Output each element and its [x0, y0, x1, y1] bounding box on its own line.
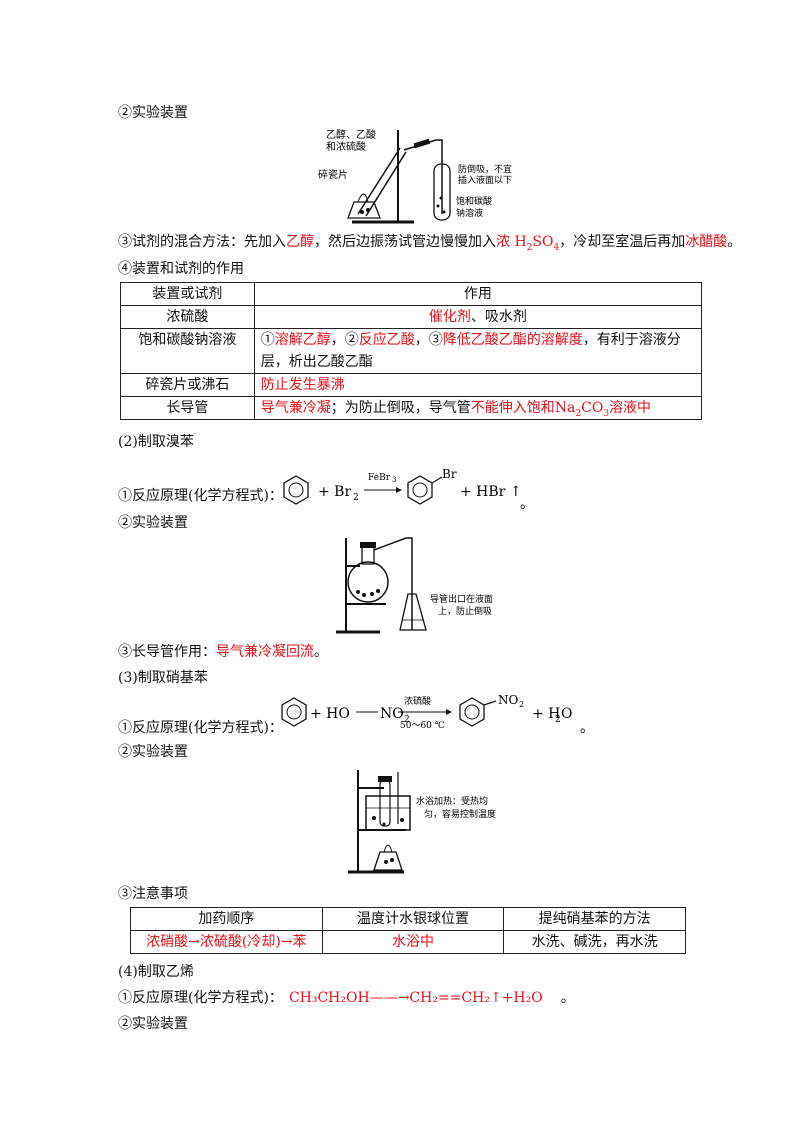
benzene-ring-icon [407, 475, 433, 505]
svg-text:50～60 ℃: 50～60 ℃ [400, 721, 445, 731]
label-note-2: 插入液面以下 [458, 174, 512, 186]
notes-table: 加药顺序 温度计水银球位置 提纯硝基苯的方法 浓硝酸→浓硫酸(冷却)→苯 水浴中… [130, 907, 686, 954]
benzene-ring-icon [281, 697, 307, 727]
benzene-ring-icon [459, 697, 485, 727]
device-heading-2: ②实验装置 [118, 515, 188, 531]
svg-text:+ HO: + HO [310, 706, 350, 722]
mix-acetic: 冰醋酸 [685, 234, 728, 250]
table-row: 碎瓷片或沸石 防止发生暴沸 [120, 373, 703, 397]
svg-text:浓硫酸: 浓硫酸 [404, 695, 431, 707]
table-row: 浓硝酸→浓硫酸(冷却)→苯 水浴中 水洗、碱洗，再水洗 [130, 930, 686, 954]
mixing-method: ③试剂的混合方法：先加入乙醇，然后边振荡试管边慢慢加入浓 H2SO4，冷却至室温… [118, 234, 742, 253]
svg-text:NO: NO [380, 706, 404, 722]
mix-h2so4: 浓 H2SO4 [496, 234, 560, 253]
label-chips: 碎瓷片 [318, 168, 348, 181]
device-heading-3: ②实验装置 [118, 744, 188, 760]
table-row: 长导管 导气兼冷凝；为防止倒吸，导气管不能伸入饱和Na2CO3溶液中 [120, 396, 703, 420]
label-note-1: 防倒吸，不宜 [458, 163, 512, 175]
mix-ethanol: 乙醇 [286, 234, 314, 250]
svg-text:NO: NO [498, 693, 519, 707]
svg-text:Br: Br [442, 467, 457, 481]
svg-text:。: 。 [580, 720, 594, 736]
principle-4: ①反应原理(化学方程式)：CH₃CH₂OH——→CH₂==CH₂↑+H₂O。 [118, 990, 575, 1006]
principle-2: ①反应原理(化学方程式)： [118, 488, 283, 504]
label-reagents-2: 和浓硫酸 [326, 140, 366, 153]
svg-text:2: 2 [555, 715, 561, 725]
svg-text:FeBr: FeBr [368, 473, 391, 483]
svg-text:O: O [561, 706, 572, 722]
svg-text:匀，容易控制温度: 匀，容易控制温度 [424, 808, 496, 820]
nitrobenzene-equation: + HO NO 2 浓硫酸 50～60 ℃ NO 2 + H 2 O 。 [276, 690, 606, 740]
svg-text:+ Br: + Br [318, 484, 351, 500]
section-4-title: (4)制取乙烯 [118, 964, 194, 980]
label-reagents-1: 乙醇、乙酸 [326, 128, 376, 141]
nitrobenzene-apparatus-figure: 水浴加热：受热均 匀，容易控制温度 [344, 766, 514, 878]
svg-text:2: 2 [519, 700, 524, 709]
section-3-title: (3)制取硝基苯 [118, 670, 208, 686]
svg-text:2: 2 [353, 493, 359, 503]
roles-table: 装置或试剂 作用 浓硫酸 催化剂、吸水剂 饱和碳酸钠溶液 ①溶解乙醇，②反应乙酸… [120, 282, 703, 420]
device-heading-1: ②实验装置 [118, 105, 188, 121]
table-row: 装置或试剂 作用 [120, 282, 703, 306]
svg-text:水浴加热：受热均: 水浴加热：受热均 [416, 795, 488, 807]
principle-3: ①反应原理(化学方程式)： [118, 720, 283, 736]
label-solution-1: 饱和碳酸 [456, 195, 492, 207]
arrow-icon [396, 487, 402, 493]
label-solution-2: 钠溶液 [456, 207, 483, 219]
bromobenzene-apparatus-figure: 导管出口在液面 上，防止倒吸 [334, 532, 504, 640]
device-heading-4: ②实验装置 [118, 1016, 188, 1032]
table-row: 加药顺序 温度计水银球位置 提纯硝基苯的方法 [130, 907, 686, 931]
table-row: 饱和碳酸钠溶液 ①溶解乙醇，②反应乙酸，③降低乙酸乙酯的溶解度，有利于溶液分 层… [120, 328, 703, 374]
arrow-icon [446, 709, 452, 715]
roles-heading: ④装置和试剂的作用 [118, 261, 244, 277]
svg-text:+ HBr ↑: + HBr ↑ [460, 484, 522, 500]
svg-text:上，防止倒吸: 上，防止倒吸 [438, 605, 492, 617]
section-2-title: (2)制取溴苯 [118, 434, 194, 450]
svg-text:2: 2 [404, 715, 410, 725]
long-tube-role: ③长导管作用：导气兼冷凝回流。 [118, 644, 328, 660]
benzene-ring-icon [283, 475, 309, 505]
svg-text:。: 。 [520, 496, 534, 512]
table-row: 浓硫酸 催化剂、吸水剂 [120, 305, 703, 329]
svg-text:3: 3 [392, 476, 396, 484]
ester-apparatus-figure: 乙醇、乙酸 和浓硫酸 碎瓷片 防倒吸，不宜 插入液面以下 饱和碳酸 钠溶液 [318, 126, 530, 226]
bromobenzene-equation: + Br 2 FeBr 3 Br + HBr ↑ 。 [276, 460, 536, 516]
svg-text:导管出口在液面: 导管出口在液面 [430, 593, 493, 605]
notes-heading: ③注意事项 [118, 886, 188, 902]
ethylene-equation: CH₃CH₂OH——→CH₂==CH₂↑+H₂O [288, 990, 543, 1006]
svg-text:+ H: + H [532, 706, 560, 722]
